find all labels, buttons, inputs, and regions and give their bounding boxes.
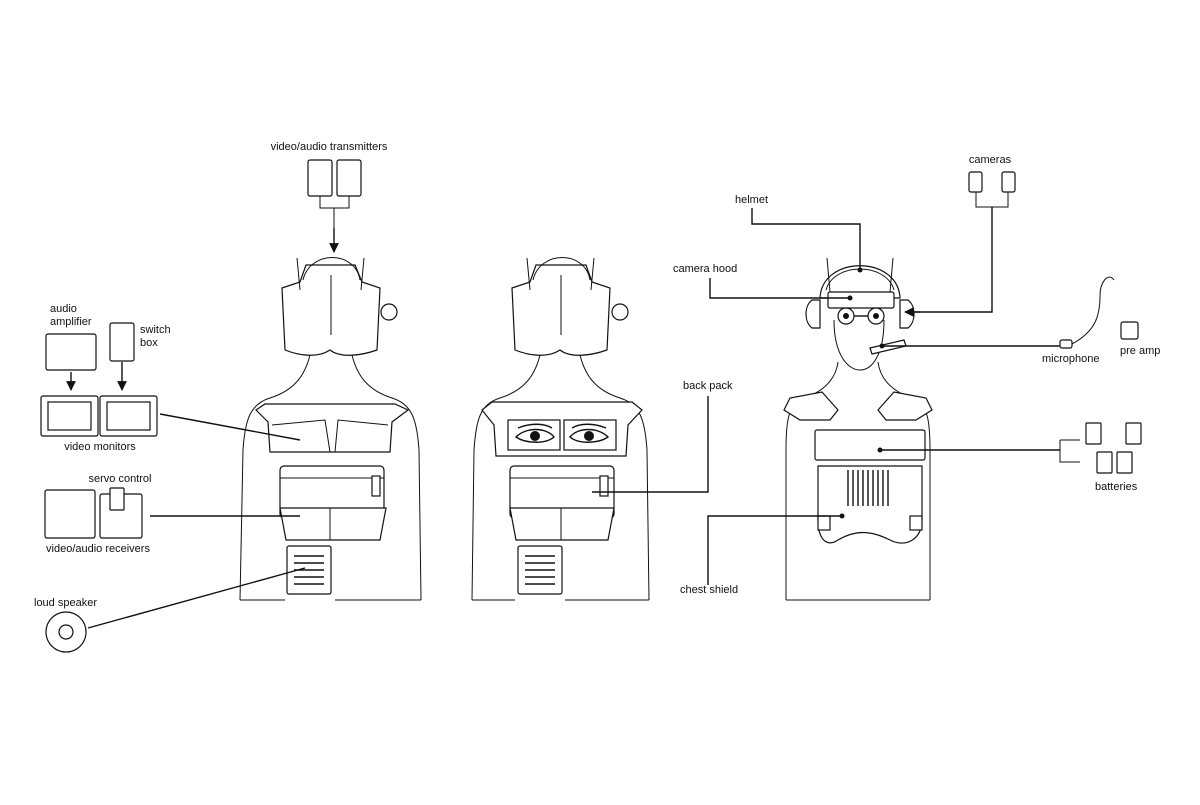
- camera-unit-2: [1001, 171, 1016, 193]
- lower-pack: [279, 507, 387, 541]
- loud-speaker-group: loud speaker: [34, 567, 306, 653]
- battery-belt: [814, 429, 926, 461]
- receivers-group: servo control video/audio receivers: [44, 473, 300, 555]
- ear-speaker: [611, 303, 629, 321]
- label-loud-speaker: loud speaker: [34, 597, 97, 609]
- transmitters-group: video/audio transmitters: [271, 141, 388, 253]
- lower-pack: [509, 507, 615, 541]
- label-cameras: cameras: [969, 154, 1012, 166]
- label-microphone: microphone: [1042, 353, 1099, 365]
- eye-monitor-yoke: [481, 401, 643, 457]
- pre-amp-box: [1120, 321, 1139, 340]
- camera-hood-callout: camera hood: [673, 263, 853, 301]
- transmitter-box-1: [307, 159, 333, 197]
- eye-right-icon: [569, 423, 610, 443]
- label-servo-control: servo control: [89, 473, 152, 485]
- label-chest-shield: chest shield: [680, 584, 738, 596]
- ear-speaker: [380, 303, 398, 321]
- figure-back-view: [239, 257, 422, 601]
- audio-amplifier-box: [45, 333, 97, 371]
- microphone-boom: [869, 339, 907, 355]
- camera-hood: [827, 291, 895, 309]
- switch-box: [109, 322, 135, 362]
- face-outline: [833, 319, 885, 371]
- body-outline-right: [351, 354, 422, 601]
- transmitter-box-2: [336, 159, 362, 197]
- label-box: box: [140, 337, 158, 349]
- microphone-callout: microphone pre amp: [879, 276, 1160, 365]
- battery-3: [1096, 451, 1113, 474]
- label-transmitters: video/audio transmitters: [271, 141, 388, 153]
- label-amplifier: amplifier: [50, 316, 92, 328]
- battery-2: [1125, 422, 1142, 445]
- label-back-pack: back pack: [683, 380, 733, 392]
- chest-shield: [817, 465, 923, 544]
- battery-1: [1085, 422, 1102, 445]
- battery-4: [1116, 451, 1133, 474]
- head-unit: [281, 257, 398, 356]
- label-pre-amp: pre amp: [1120, 345, 1160, 357]
- batteries-callout: batteries: [877, 422, 1142, 493]
- servo-control-box: [109, 487, 125, 511]
- body-outline-left: [471, 354, 541, 601]
- chest-shield-callout: chest shield: [680, 513, 845, 596]
- speaker-grille: [517, 545, 563, 595]
- head-unit: [511, 257, 629, 356]
- helmet-unit: [805, 257, 915, 355]
- label-camera-hood: camera hood: [673, 263, 737, 275]
- strap-buckle-right: [909, 515, 923, 531]
- microphone-plug: [1059, 339, 1073, 349]
- label-helmet: helmet: [735, 194, 768, 206]
- label-video-monitors: video monitors: [64, 441, 136, 453]
- monitor-yoke: [255, 403, 410, 453]
- helmet-callout: helmet: [735, 194, 863, 273]
- figure-eyes-view: [471, 257, 650, 601]
- body-outline-right: [579, 354, 650, 601]
- label-switch: switch: [140, 324, 171, 336]
- eye-left-icon: [514, 423, 555, 443]
- shoulder-pad-right: [877, 391, 933, 421]
- camera-unit-1: [968, 171, 983, 193]
- receiver-box-1: [44, 489, 96, 539]
- figure-front-view: [783, 257, 933, 601]
- strap-buckle-left: [817, 515, 831, 531]
- body-outline-left: [239, 354, 311, 601]
- label-audio: audio: [50, 303, 77, 315]
- cameras-callout: cameras: [904, 154, 1016, 317]
- label-receivers: video/audio receivers: [46, 543, 150, 555]
- back-pack-callout: back pack: [592, 380, 733, 493]
- amplifier-switch-group: audio amplifier switch box video monitor…: [40, 303, 301, 453]
- speaker-grille: [286, 545, 332, 595]
- label-batteries: batteries: [1095, 481, 1138, 493]
- shoulder-pad-left: [783, 391, 839, 421]
- chest-shield-grille: [847, 470, 889, 506]
